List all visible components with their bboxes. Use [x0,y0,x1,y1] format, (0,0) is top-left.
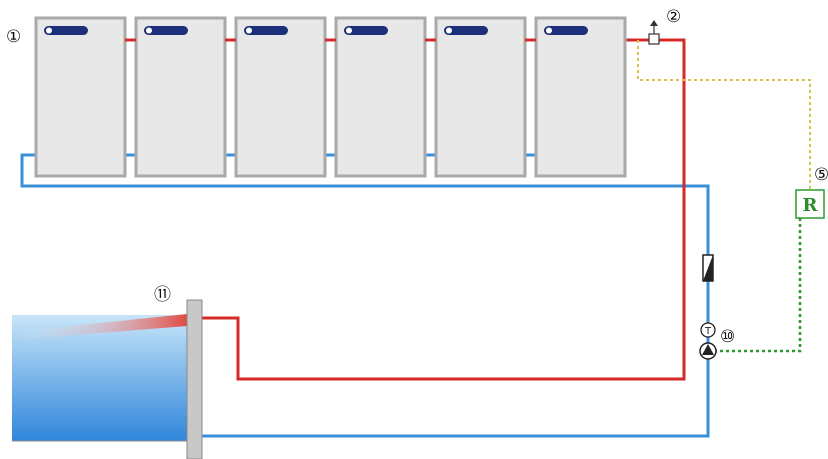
pool-wall [186,299,203,459]
collector-panel [34,16,127,178]
brand-badge [44,26,88,35]
controller-letter: R [803,195,819,216]
control-wire-pump [713,218,802,353]
sensor-wire-collector [637,40,811,190]
collector-panel [534,16,627,178]
air-vent-icon [648,20,660,45]
collector-panel [234,16,327,178]
callout-collectors: ① [6,27,21,47]
brand-badge [544,26,588,35]
callout-pool-inlet: ⑪ [154,285,171,305]
swimming-pool [12,299,203,459]
sensor-letter: T [704,326,712,337]
collector-panel [334,16,427,178]
temperature-sensor-icon: T [700,322,716,338]
cold-pipe-pool-return [187,356,710,438]
callout-controller: ⑤ [814,165,828,185]
collector-array [34,16,627,178]
callout-pump: ⑩ [720,327,735,347]
brand-badge [444,26,488,35]
collector-panel [134,16,227,178]
warm-water-plume [12,314,187,340]
check-valve-icon [702,254,714,282]
pump-icon [699,342,717,360]
callout-vent: ② [666,7,681,27]
controller-icon: R [795,189,825,219]
brand-badge [244,26,288,35]
brand-badge [344,26,388,35]
brand-badge [144,26,188,35]
collector-panel [434,16,527,178]
